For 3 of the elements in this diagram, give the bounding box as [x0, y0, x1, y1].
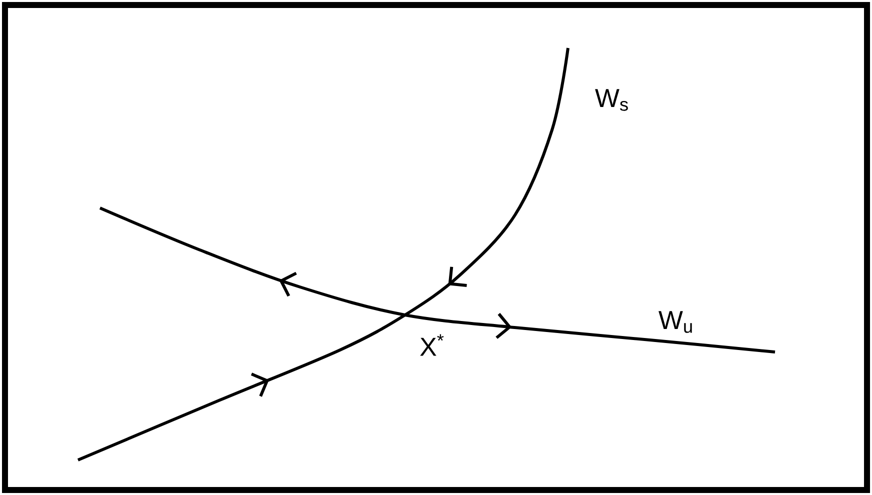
curve-label: W$_{u}$	[658, 311, 692, 333]
curve-label: W$_{s}$	[595, 89, 628, 111]
curve-label: X$^{*}$	[420, 334, 444, 356]
